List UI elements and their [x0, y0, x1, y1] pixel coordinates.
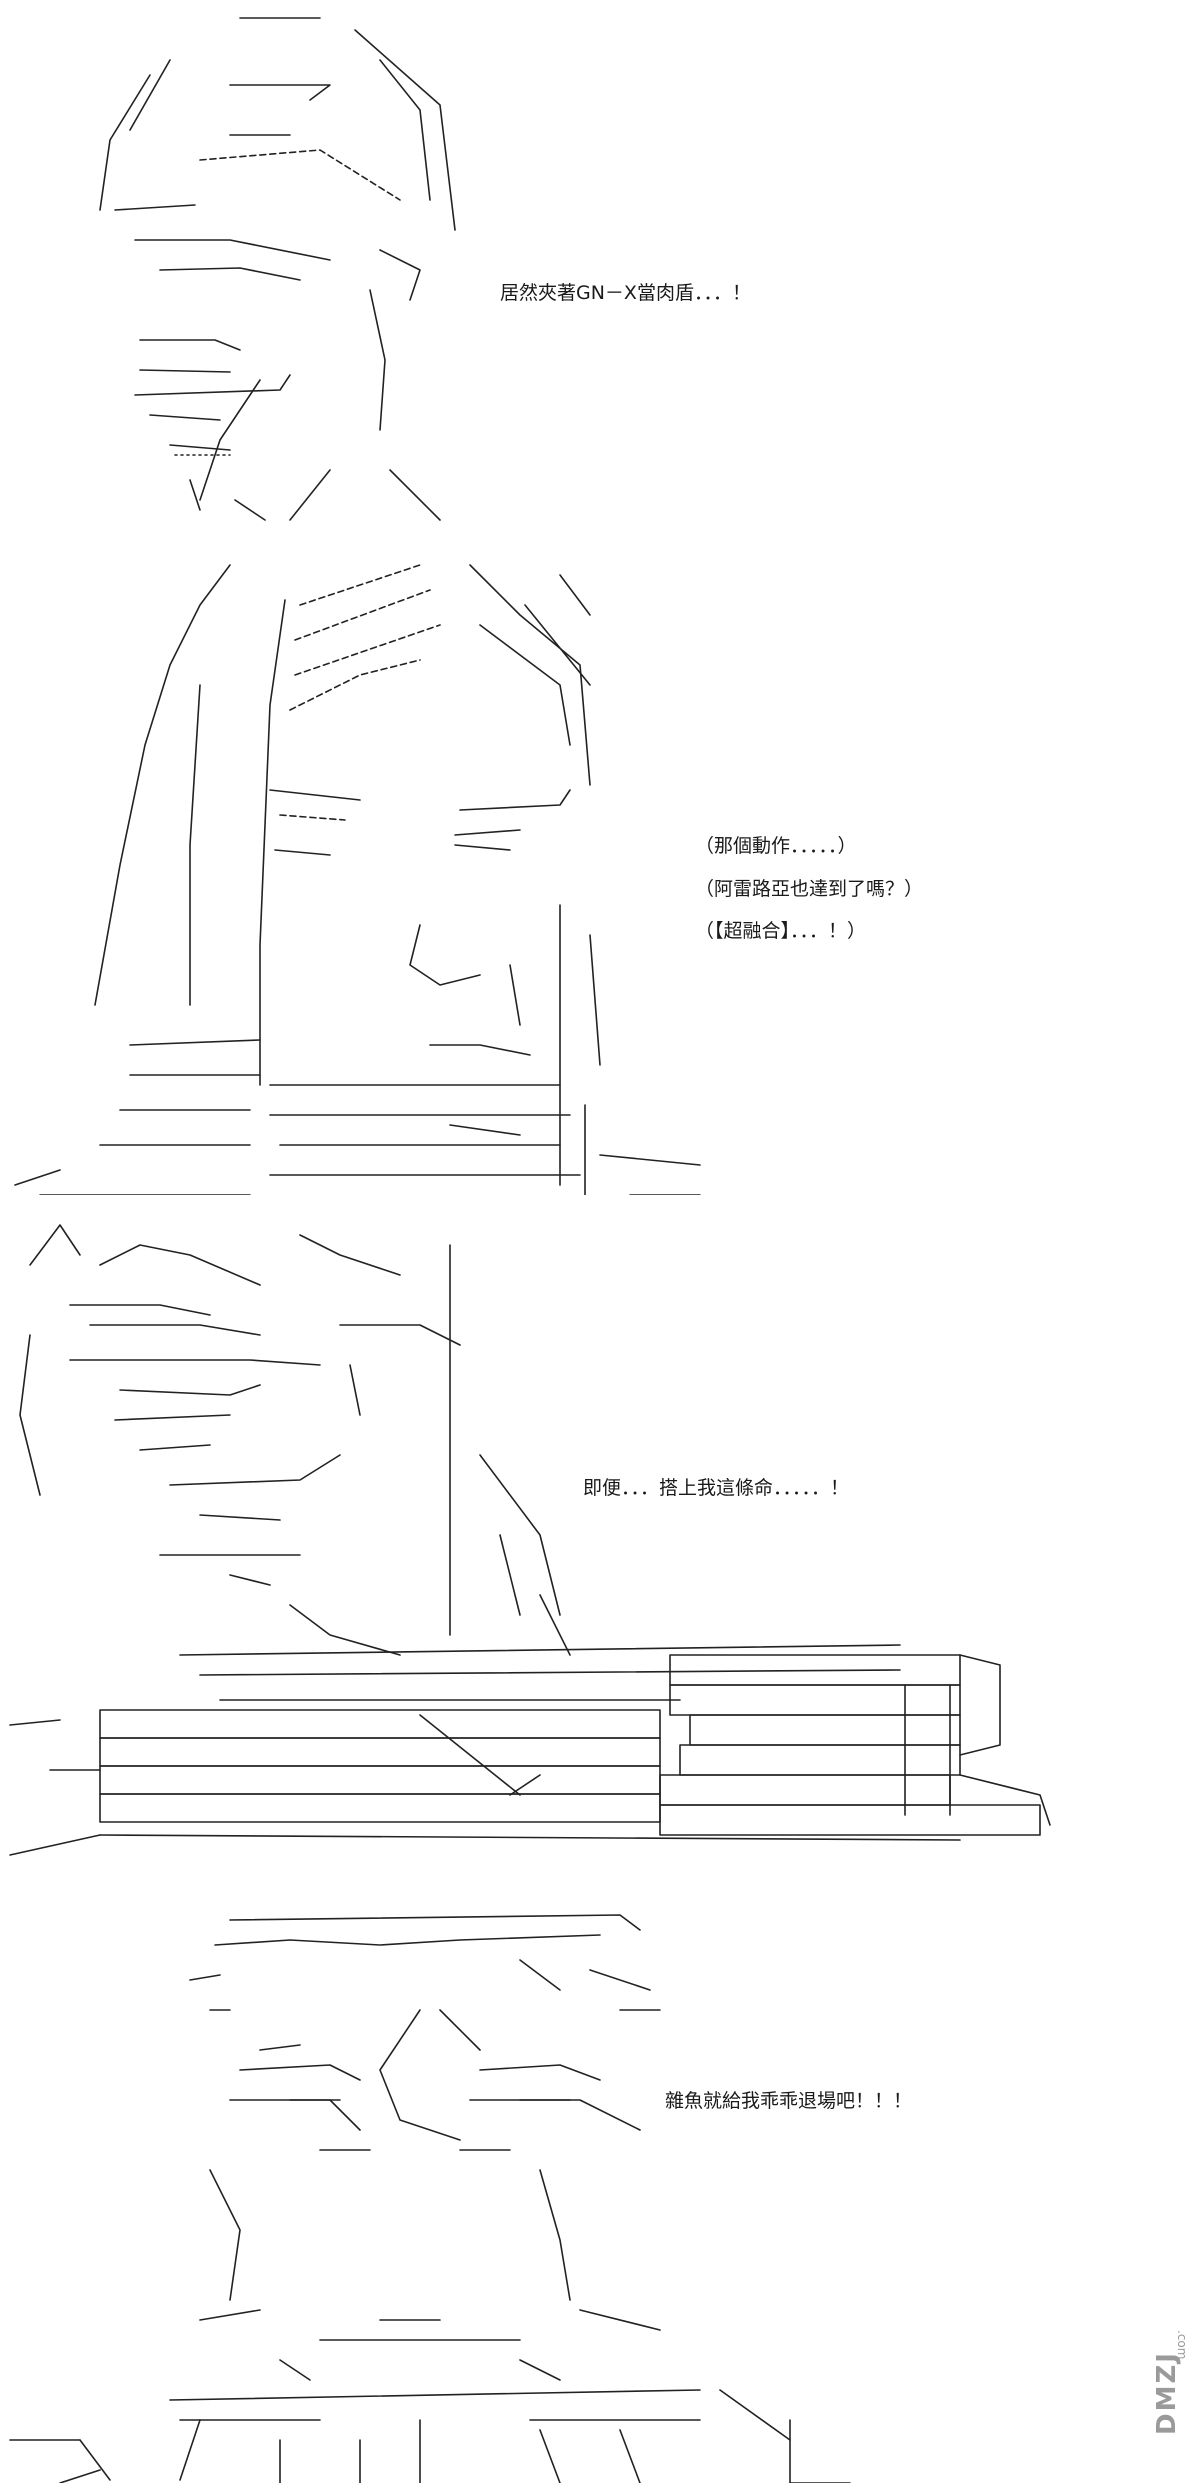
- dialog-line: （那個動作．．．．．）: [695, 835, 857, 857]
- ascii-art-figure-3: [9, 1224, 1051, 1856]
- panel-2: （那個動作．．．．．） （阿雷路亞也達到了嗎？） （【超融合】．．．！）: [0, 545, 1200, 1195]
- watermark-domain: .com: [1175, 2330, 1189, 2360]
- ascii-art-figure-2: [14, 564, 701, 1195]
- dialog-line: （【超融合】．．．！）: [695, 920, 867, 942]
- ascii-art-figure-1: [99, 17, 456, 521]
- dialog-line: （阿雷路亞也達到了嗎？）: [695, 878, 924, 900]
- site-watermark: DMZJ .com: [1145, 2330, 1195, 2470]
- dialog-line: 即便．．．搭上我這條命．．．．．！: [583, 1477, 850, 1499]
- dialog-line: 居然夾著GN－X當肉盾．．．！: [500, 282, 751, 304]
- panel-3: 即便．．．搭上我這條命．．．．．！: [0, 1215, 1200, 1875]
- panel-1: 居然夾著GN－X當肉盾．．．！: [0, 0, 1200, 530]
- dialog-line: 雜魚就給我乖乖退場吧！！！: [665, 2090, 913, 2112]
- panel-4: 雜魚就給我乖乖退場吧！！！: [0, 1900, 1200, 2483]
- ascii-art-figure-4: [9, 1914, 851, 2483]
